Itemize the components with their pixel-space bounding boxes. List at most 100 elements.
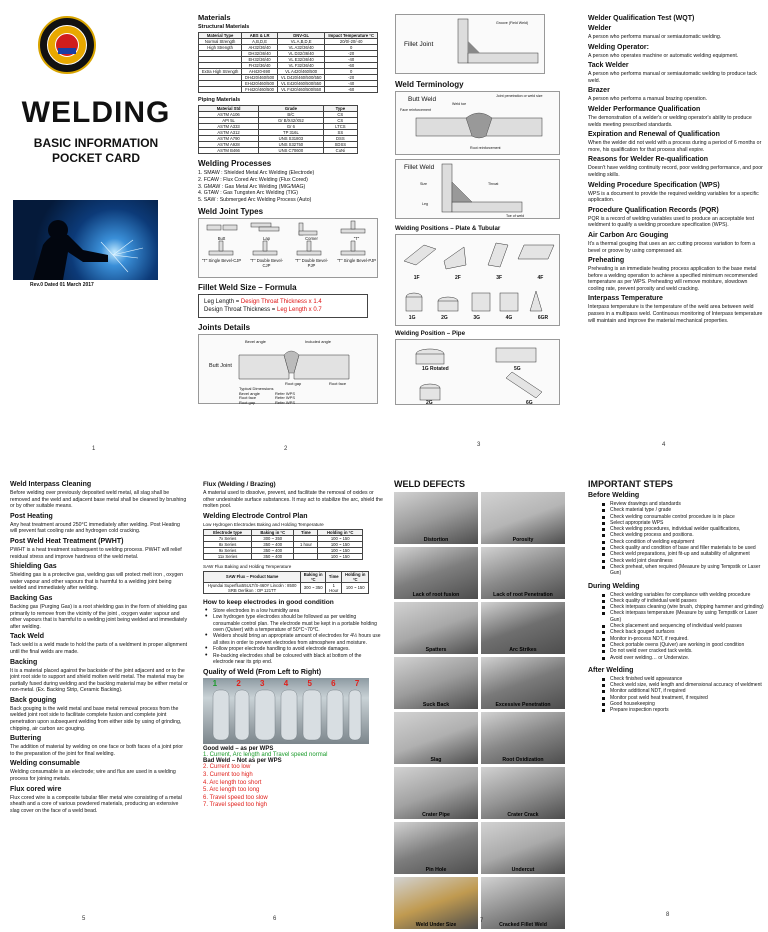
definition-text: Tack weld is a weld made to hold the par…	[10, 642, 188, 655]
definition-heading: Preheating	[588, 257, 625, 265]
definition-text: Backing gas (Purging Gas) is a root shie…	[10, 603, 188, 630]
joint-type-label: "T" Single Bevel-CJP	[201, 257, 242, 263]
page-materials: Materials Structural Materials Material …	[198, 10, 388, 466]
control-plan-heading: Welding Electrode Control Plan	[203, 512, 308, 520]
defect-photo: Slag	[394, 712, 478, 764]
position-label: 3F	[496, 275, 503, 281]
processes-list: 1. SMAW : Shielded Metal Arc Welding (El…	[198, 170, 388, 204]
quality-number: 6	[331, 679, 336, 689]
defect-caption: Undercut	[511, 867, 535, 873]
how-item: Follow proper electrode handling to avoi…	[203, 646, 383, 653]
step-item: Check preheat, when required (Measure by…	[602, 564, 764, 577]
throat-formula: Leg Length x 0.7	[276, 306, 322, 313]
control-plan-sub: Low Hydrogen Electrodes Baking and Holdi…	[203, 521, 324, 527]
during-list: Check welding variables for compliance w…	[602, 592, 764, 661]
joint-type-label: "T" Single Bevel-PJP	[336, 257, 377, 263]
defect-caption: Crater Pipe	[422, 812, 450, 818]
step-item: Check welding procedures, individual wel…	[602, 526, 764, 532]
bad-weld-item: 4. Arc length too short	[203, 779, 262, 786]
table-cell: 100 ~ 150	[317, 552, 363, 560]
steps-heading: IMPORTANT STEPS	[588, 479, 673, 489]
defect-caption: Spatters	[425, 647, 447, 653]
step-item: Check weld size, weld length and dimensi…	[602, 682, 764, 688]
quality-number: 2	[236, 679, 241, 689]
dimension-name: Root gap	[239, 399, 256, 405]
how-item: Re-backing electrodes shall be coloured …	[203, 653, 383, 666]
revision-text: Rev.0 Dated 01 March 2017	[30, 282, 94, 288]
table-header: Holding in °C	[341, 570, 369, 583]
bad-weld-heading: Bad Weld – Not as per WPS	[203, 758, 282, 765]
position-label: 2G	[441, 315, 448, 321]
fillet-weld-label: Fillet Weld	[404, 164, 435, 171]
defect-caption: Excessive Penetration	[495, 702, 551, 708]
size-label: Size	[420, 182, 427, 186]
leg-label: Leg Length =	[204, 298, 241, 305]
step-item: Check material type / grade	[602, 507, 764, 513]
defect-photo: Lack of root fusion	[394, 547, 478, 599]
quality-heading: Quality of Weld (From Left to Right)	[203, 669, 322, 677]
definition-text: A person who performs manual or semiauto…	[588, 34, 722, 40]
table-cell: Hyundai Superflux55ULT/S-460Y Lincoln : …	[203, 581, 302, 594]
step-item: Check quality and condition of base and …	[602, 545, 764, 551]
structural-heading: Structural Materials	[198, 24, 250, 30]
cover-subtitle-1: BASIC INFORMATION	[33, 136, 159, 150]
process-item: 2. FCAW : Flux Cored Arc Welding (Flux C…	[198, 176, 308, 183]
defect-caption: Lack of root fusion	[412, 592, 460, 598]
defect-photo: Root Oxidization	[481, 712, 565, 764]
position-label: 1F	[413, 275, 420, 281]
table-cell: EH420/460/500	[241, 80, 278, 87]
table-header: SAW Flux – Product Name	[203, 570, 302, 583]
defect-caption: Slag	[430, 757, 442, 763]
defect-photo: Crater Crack	[481, 767, 565, 819]
definition-heading: Reasons for Welder Re-qualification	[588, 156, 709, 164]
table-cell: 1 Hour	[325, 581, 343, 594]
flux-heading: Flux (Welding / Brazing)	[203, 481, 276, 488]
definition-heading: Tack Weld	[10, 633, 44, 641]
page-number: 6	[273, 916, 277, 922]
definition-text: The demonstration of a welder's or weldi…	[588, 114, 752, 128]
joint-details-heading: Joints Details	[198, 322, 251, 332]
table-cell	[293, 552, 319, 560]
definition-text: It is a material placed against the back…	[10, 667, 188, 694]
defect-photo: Crater Pipe	[394, 767, 478, 819]
bad-weld-item: 3. Current too high	[203, 772, 253, 779]
logo	[38, 16, 96, 74]
fillet-joint-label: Fillet Joint	[404, 41, 434, 48]
throat-label: Design Throat Thickness =	[204, 306, 277, 313]
after-heading: After Welding	[588, 666, 634, 674]
processes-heading: Welding Processes	[198, 159, 272, 168]
position-label: 3G	[473, 315, 480, 321]
definition-heading: Back gouging	[10, 696, 57, 704]
defect-caption: Weld Under Size	[415, 922, 457, 928]
page-number: 3	[477, 442, 481, 448]
joint-pen-label: Joint penetration or weld size	[496, 94, 543, 98]
cover-subtitle-2: POCKET CARD	[51, 151, 140, 165]
dimension-name: Bevel angle	[239, 390, 260, 396]
defect-photo: Spatters	[394, 602, 478, 654]
definition-text: PQR is a record of welding variables use…	[588, 215, 755, 229]
groove-label: Groove (Field Weld)	[496, 21, 529, 25]
definition-heading: Backing Gas	[10, 594, 53, 602]
included-angle-label: Included angle	[305, 338, 332, 344]
definition-heading: Welding consumable	[10, 760, 80, 768]
defect-photo: Suck Back	[394, 657, 478, 709]
definition-heading: Welder	[588, 25, 612, 32]
definition-text: Preheating is an immediate heating proce…	[588, 266, 758, 292]
definition-heading: Post Weld Heat Treatment (PWHT)	[10, 537, 124, 545]
terminology-heading: Weld Terminology	[395, 80, 464, 89]
definition-text: A person who performs a manual brazing o…	[588, 96, 708, 103]
step-item: Check welding consumable control procedu…	[602, 514, 764, 520]
quality-number: 7	[354, 679, 360, 689]
pipe-position-figure: 1G Rotated 5G 2G 6G	[395, 339, 560, 406]
